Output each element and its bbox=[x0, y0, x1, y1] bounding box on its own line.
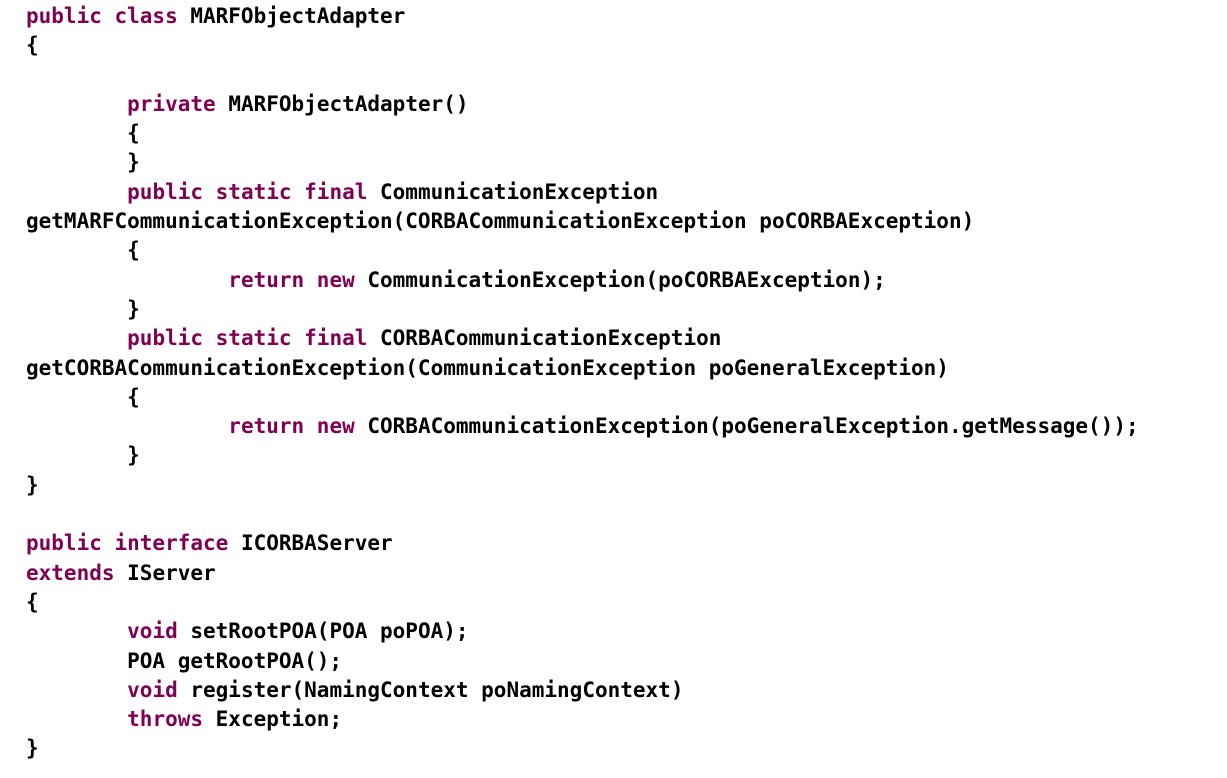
code-line: public class MARFObjectAdapter bbox=[26, 2, 1139, 31]
code-text bbox=[26, 268, 228, 292]
code-text bbox=[26, 707, 127, 731]
code-line: POA getRootPOA(); bbox=[26, 647, 1139, 676]
code-line: throws Exception; bbox=[26, 705, 1139, 734]
code-text: { bbox=[26, 384, 140, 409]
code-keyword: throws bbox=[127, 707, 204, 732]
code-text: Exception; bbox=[203, 707, 343, 732]
code-keyword: private bbox=[127, 91, 216, 116]
code-keyword: return new bbox=[228, 267, 355, 292]
code-text: ICORBAServer bbox=[228, 531, 393, 556]
code-text: CORBACommunicationException bbox=[367, 326, 722, 351]
code-text: getMARFCommunicationException(CORBACommu… bbox=[26, 209, 975, 234]
code-text: setRootPOA(POA poPOA); bbox=[177, 619, 469, 644]
code-keyword: extends bbox=[26, 560, 115, 585]
code-line: getMARFCommunicationException(CORBACommu… bbox=[26, 207, 1139, 236]
code-text: } bbox=[26, 736, 39, 761]
code-line: } bbox=[26, 295, 1139, 324]
code-line: extends IServer bbox=[26, 559, 1139, 588]
code-line: return new CORBACommunicationException(p… bbox=[26, 412, 1139, 441]
code-text: } bbox=[26, 472, 39, 497]
code-line: public static final CORBACommunicationEx… bbox=[26, 324, 1139, 353]
code-keyword: public interface bbox=[26, 531, 229, 556]
code-text: } bbox=[26, 150, 140, 175]
code-line: } bbox=[26, 471, 1139, 500]
code-text: CORBACommunicationException(poGeneralExc… bbox=[354, 414, 1139, 439]
code-text: { bbox=[26, 33, 39, 58]
code-text bbox=[26, 619, 127, 643]
code-line: private MARFObjectAdapter() bbox=[26, 90, 1139, 119]
code-line: { bbox=[26, 383, 1139, 412]
code-line: public interface ICORBAServer bbox=[26, 529, 1139, 558]
code-block: public class MARFObjectAdapter{ private … bbox=[26, 2, 1139, 764]
code-keyword: void bbox=[127, 619, 178, 644]
code-keyword: public class bbox=[26, 4, 178, 28]
code-line: return new CommunicationException(poCORB… bbox=[26, 266, 1139, 295]
code-text: { bbox=[26, 238, 140, 263]
code-line: { bbox=[26, 236, 1139, 265]
code-line: } bbox=[26, 148, 1139, 177]
code-keyword: return new bbox=[228, 414, 355, 439]
code-line: void register(NamingContext poNamingCont… bbox=[26, 676, 1139, 705]
code-line: getCORBACommunicationException(Communica… bbox=[26, 354, 1139, 383]
code-text: IServer bbox=[114, 560, 216, 585]
code-line: { bbox=[26, 588, 1139, 617]
code-text: MARFObjectAdapter() bbox=[215, 91, 469, 116]
code-line: } bbox=[26, 441, 1139, 470]
code-line: { bbox=[26, 31, 1139, 60]
code-text: getCORBACommunicationException(Communica… bbox=[26, 355, 949, 380]
code-keyword: public static final bbox=[127, 179, 368, 204]
code-line bbox=[26, 500, 1139, 529]
code-text: { bbox=[26, 589, 39, 614]
code-text bbox=[26, 414, 228, 438]
code-text: } bbox=[26, 443, 140, 468]
code-text bbox=[26, 180, 127, 204]
code-line: void setRootPOA(POA poPOA); bbox=[26, 617, 1139, 646]
code-line: { bbox=[26, 119, 1139, 148]
code-text: CommunicationException bbox=[367, 179, 659, 204]
code-line: public static final CommunicationExcepti… bbox=[26, 178, 1139, 207]
code-text: POA getRootPOA(); bbox=[26, 648, 343, 673]
code-line bbox=[26, 61, 1139, 90]
code-text bbox=[26, 678, 127, 702]
code-keyword: void bbox=[127, 677, 178, 702]
code-text bbox=[26, 92, 127, 116]
code-text: { bbox=[26, 121, 140, 146]
code-text: CommunicationException(poCORBAException)… bbox=[354, 267, 886, 292]
code-text: register(NamingContext poNamingContext) bbox=[177, 677, 684, 702]
code-keyword: public static final bbox=[127, 326, 368, 351]
code-text: MARFObjectAdapter bbox=[177, 4, 406, 28]
code-text: } bbox=[26, 296, 140, 321]
code-line: } bbox=[26, 734, 1139, 763]
code-text bbox=[26, 326, 127, 350]
